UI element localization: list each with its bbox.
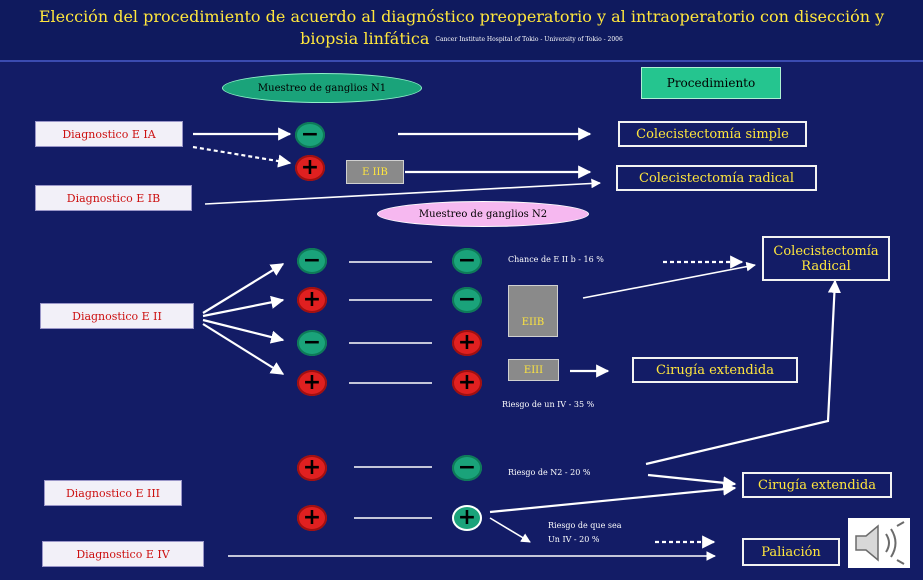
procedure-label: Procedimiento xyxy=(641,67,781,99)
node-ii-n2-row1: − xyxy=(452,248,482,274)
arrow-ib-radical xyxy=(204,178,601,205)
node-ii-n1-row2: + xyxy=(297,287,327,313)
note-risk-iv: Riesgo de un IV - 35 % xyxy=(502,400,595,409)
arrow-plus-extended xyxy=(489,482,737,514)
stage-eiib-box: EIIB xyxy=(508,285,558,337)
arrow-ii-3 xyxy=(202,318,285,344)
node-iii-n1-row2: + xyxy=(297,505,327,531)
note-risk-iv2-a: Riesgo de que sea xyxy=(548,521,622,530)
node-ii-n1-row4: + xyxy=(297,370,327,396)
stage-e-iib: E IIB xyxy=(346,160,404,184)
node-n1-negative: − xyxy=(295,122,325,148)
arrow-ii-2 xyxy=(202,295,285,318)
outcome-extended-2: Cirugía extendida xyxy=(742,472,892,498)
note-risk-iv2-b: Un IV - 20 % xyxy=(548,535,600,544)
arrow-n2-radical xyxy=(645,279,841,466)
title-line-2: biopsia linfática Cancer Institute Hospit… xyxy=(0,30,923,49)
speaker-icon[interactable] xyxy=(848,518,910,568)
note-risk-n2: Riesgo de N2 - 20 % xyxy=(508,468,591,477)
title-bar: Elección del procedimiento de acuerdo al… xyxy=(0,0,923,62)
sampling-n1-oval: Muestreo de ganglios N1 xyxy=(222,73,422,103)
title-source: Cancer Institute Hospital of Tokio - Uni… xyxy=(435,35,623,43)
sampling-n2-oval: Muestreo de ganglios N2 xyxy=(377,201,589,227)
node-iii-n1-row1: + xyxy=(297,455,327,481)
outcome-extended-1: Cirugía extendida xyxy=(632,357,798,383)
outcome-radical-2: Colecistectomía Radical xyxy=(762,236,890,281)
arrow-plus-palliation xyxy=(489,517,531,543)
node-ii-n2-row4: + xyxy=(452,370,482,396)
outcome-palliation: Paliación xyxy=(742,538,840,566)
arrow-ii-4 xyxy=(202,323,285,375)
diagnosis-e-ia: Diagnostico E IA xyxy=(35,121,183,147)
node-iii-n2-row2: + xyxy=(452,505,482,531)
arrow-eiib-radical2 xyxy=(582,261,756,299)
diagnosis-e-iii: Diagnostico E III xyxy=(44,480,182,506)
outcome-simple: Colecistectomía simple xyxy=(618,121,807,147)
title-line-2-text: biopsia linfática xyxy=(300,29,430,48)
title-line-1: Elección del procedimiento de acuerdo al… xyxy=(38,7,885,26)
note-chance: Chance de E II b - 16 % xyxy=(508,255,604,264)
node-iii-n2-row1: − xyxy=(452,455,482,481)
diagnosis-e-ib: Diagnostico E IB xyxy=(35,185,192,211)
node-ii-n1-row1: − xyxy=(297,248,327,274)
node-n1-positive: + xyxy=(295,155,325,181)
diagnosis-e-ii: Diagnostico E II xyxy=(40,303,194,329)
arrow-n2-extended xyxy=(647,473,737,490)
outcome-radical: Colecistectomía radical xyxy=(616,165,817,191)
diagnosis-e-iv: Diagnostico E IV xyxy=(42,541,204,567)
node-ii-n1-row3: − xyxy=(297,330,327,356)
arrow-ii-1 xyxy=(202,263,285,314)
stage-eiii-box: EIII xyxy=(508,359,559,381)
node-ii-n2-row2: − xyxy=(452,287,482,313)
arrow-ia-plus xyxy=(192,145,292,168)
node-ii-n2-row3: + xyxy=(452,330,482,356)
